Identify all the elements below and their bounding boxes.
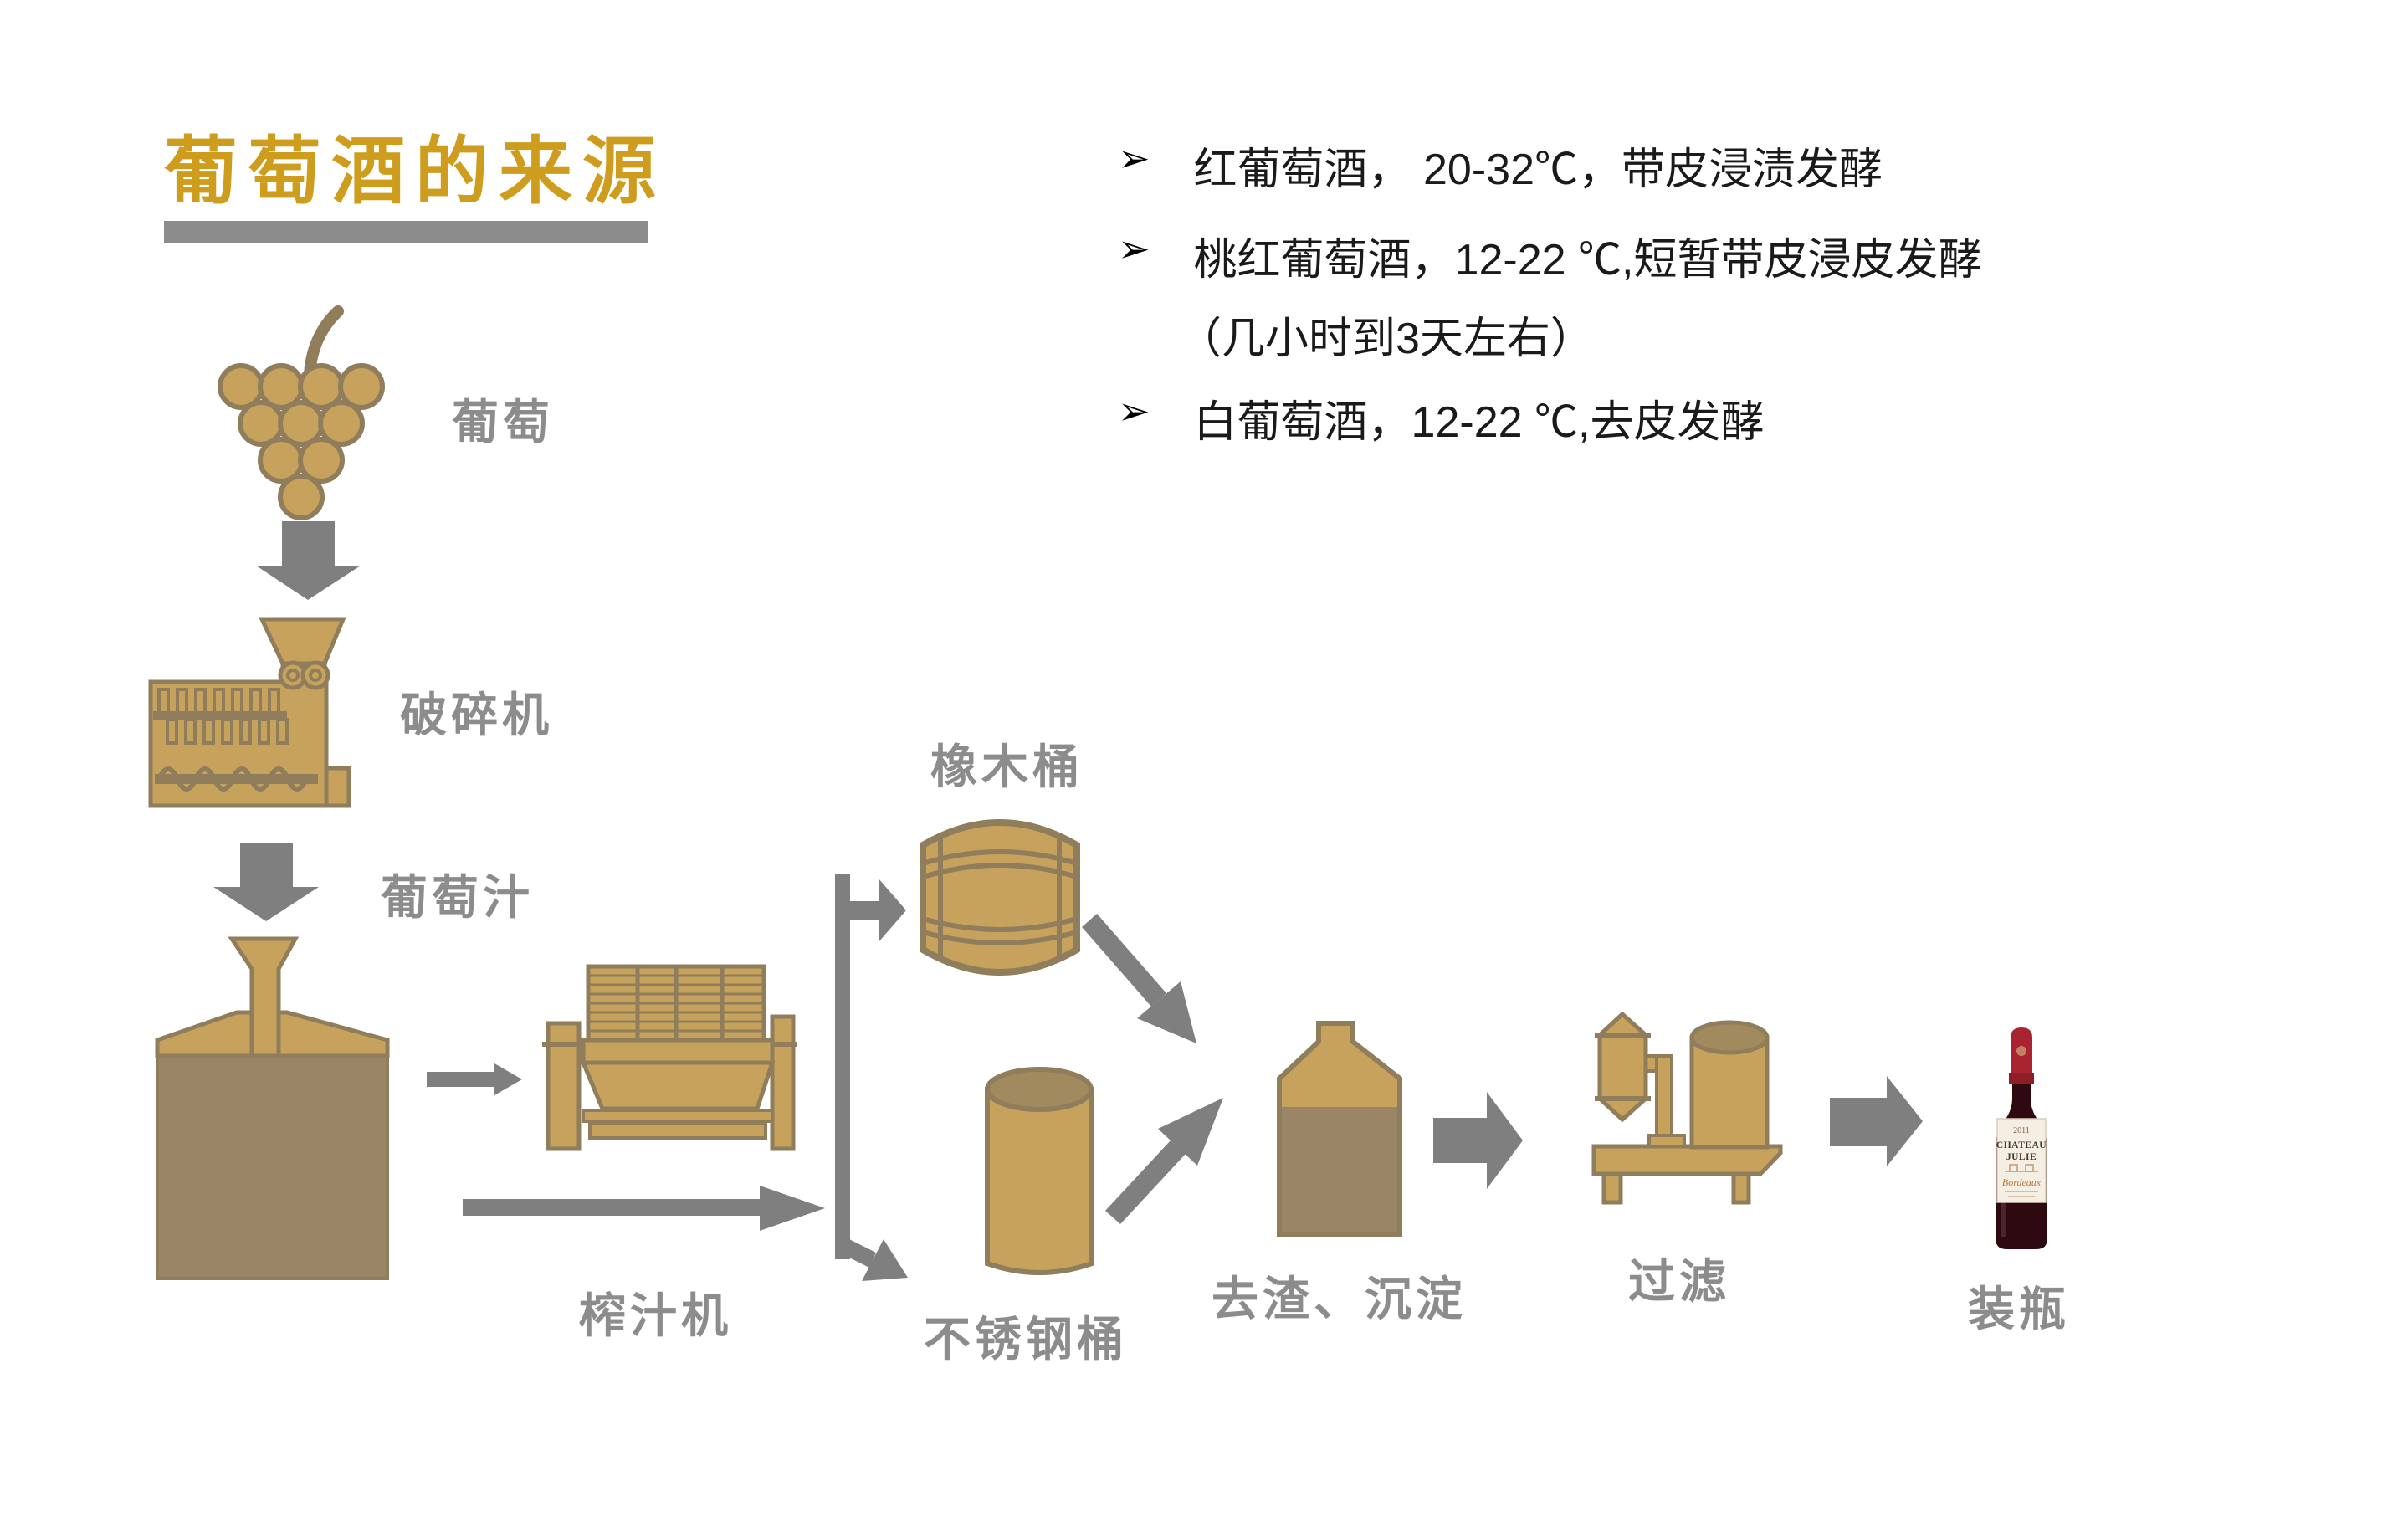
crusher-auger-screw — [156, 766, 309, 792]
title-underline-bar — [164, 221, 648, 243]
press-rim — [581, 1038, 775, 1065]
label-grape-juice: 葡萄汁 — [381, 871, 534, 924]
bullet-rose-wine-text: 桃红葡萄酒，12-22 ℃,短暂带皮浸皮发酵 — [1193, 236, 1982, 284]
label-filter: 过滤 — [1628, 1255, 1730, 1308]
press-bar — [582, 1109, 774, 1123]
wine-bottle-image: 2011 CHATEAU JULIE Bordeaux — [1996, 1027, 2047, 1249]
label-chateau-sketch — [2005, 1164, 2038, 1172]
bottle-region-text: Bordeaux — [2002, 1176, 2042, 1188]
settling-tank-icon — [1277, 1021, 1402, 1237]
arrow-filter-to-bottle — [1830, 1076, 1923, 1166]
bullet-red-wine: ➢ 红葡萄酒， 20-32℃，带皮浸渍发酵 — [1118, 134, 1883, 197]
press-post-right — [770, 1014, 796, 1151]
arrow-bullet-icon: ➢ — [1118, 388, 1150, 433]
crusher-teeth-upper — [157, 688, 280, 715]
arrow-right-tank-to-press — [427, 1063, 522, 1095]
filter-vessel — [1597, 1011, 1648, 1123]
bullet-red-wine-text: 红葡萄酒， 20-32℃，带皮浸渍发酵 — [1193, 146, 1883, 194]
page-title: 葡萄酒的来源 — [164, 130, 667, 213]
barrel-body — [920, 819, 1080, 976]
steel-tank-body — [985, 1087, 1094, 1275]
bullet-white-wine-text: 白葡萄酒，12-22 ℃,去皮发酵 — [1193, 398, 1765, 447]
press-icon — [542, 964, 797, 1151]
crusher-hopper — [259, 617, 346, 666]
label-bottling: 装瓶 — [1968, 1283, 2070, 1335]
filter-leg — [1731, 1171, 1751, 1205]
arrow-steel-tank-to-settling — [1105, 1098, 1223, 1224]
bottle-vintage-text: 2011 — [2013, 1126, 2030, 1135]
arrow-down-grapes-to-crusher — [256, 521, 361, 600]
bullet-rose-wine-continuation: （几小时到3天左右） — [1178, 303, 1594, 366]
arrow-right-tank-to-branch — [463, 1186, 825, 1231]
bullet-rose-wine-text2: （几小时到3天左右） — [1178, 315, 1594, 363]
filter-bench — [1591, 1144, 1783, 1176]
label-settling: 去渣、沉淀 — [1212, 1273, 1467, 1325]
grapes-icon — [218, 305, 385, 520]
steel-tank-top — [985, 1067, 1094, 1112]
filter-cylinder — [1689, 1035, 1770, 1150]
label-grapes: 葡萄 — [452, 396, 554, 448]
bottle-name-line2: JULIE — [2006, 1152, 2037, 1162]
bottle-capsule-band — [2009, 1073, 2034, 1084]
label-crusher: 破碎机 — [400, 689, 553, 741]
filter-pipe-vertical — [1655, 1054, 1673, 1141]
arrow-oak-barrel-to-settling — [1082, 914, 1196, 1043]
bullet-white-wine: ➢ 白葡萄酒，12-22 ℃,去皮发酵 — [1118, 387, 1764, 449]
arrow-branch-to-oak-barrel — [850, 879, 906, 942]
filter-pipe-base — [1647, 1134, 1686, 1148]
label-steel-tank: 不锈钢桶 — [924, 1313, 1128, 1366]
branch-line — [835, 874, 850, 1259]
crusher-roller — [300, 660, 330, 690]
capsule-crest-icon — [2016, 1046, 2026, 1056]
bottle-name-line1: CHATEAU — [1996, 1140, 2047, 1150]
press-tray — [588, 1121, 767, 1140]
oak-barrel-icon — [920, 819, 1080, 976]
tank-body — [156, 1054, 389, 1280]
bullet-rose-wine: ➢ 桃红葡萄酒，12-22 ℃,短暂带皮浸皮发酵 — [1118, 224, 1981, 287]
crusher-comb-bar — [153, 711, 287, 720]
fermentation-tank-icon — [155, 936, 390, 1280]
barrel-hoops — [922, 837, 1078, 959]
settling-tank-outline — [1277, 1021, 1402, 1237]
crusher-icon — [148, 617, 351, 808]
filter-leg — [1601, 1171, 1623, 1205]
crusher-teeth-lower — [166, 718, 289, 745]
filter-cylinder-top — [1689, 1020, 1770, 1055]
press-trough — [580, 1060, 776, 1111]
label-oak-barrel: 橡木桶 — [930, 741, 1084, 793]
bottle-front-label — [1996, 1118, 2047, 1203]
label-press: 榨汁机 — [579, 1289, 732, 1342]
filter-icon — [1591, 1011, 1783, 1205]
arrow-bullet-icon: ➢ — [1118, 136, 1150, 181]
arrow-branch-to-steel-tank — [839, 1238, 908, 1281]
arrow-down-crusher-to-tank — [213, 843, 319, 921]
arrow-bullet-icon: ➢ — [1118, 226, 1150, 271]
steel-tank-icon — [985, 1067, 1094, 1275]
settling-tank-sediment — [1279, 1107, 1400, 1234]
arrow-settling-to-filter — [1433, 1092, 1523, 1189]
